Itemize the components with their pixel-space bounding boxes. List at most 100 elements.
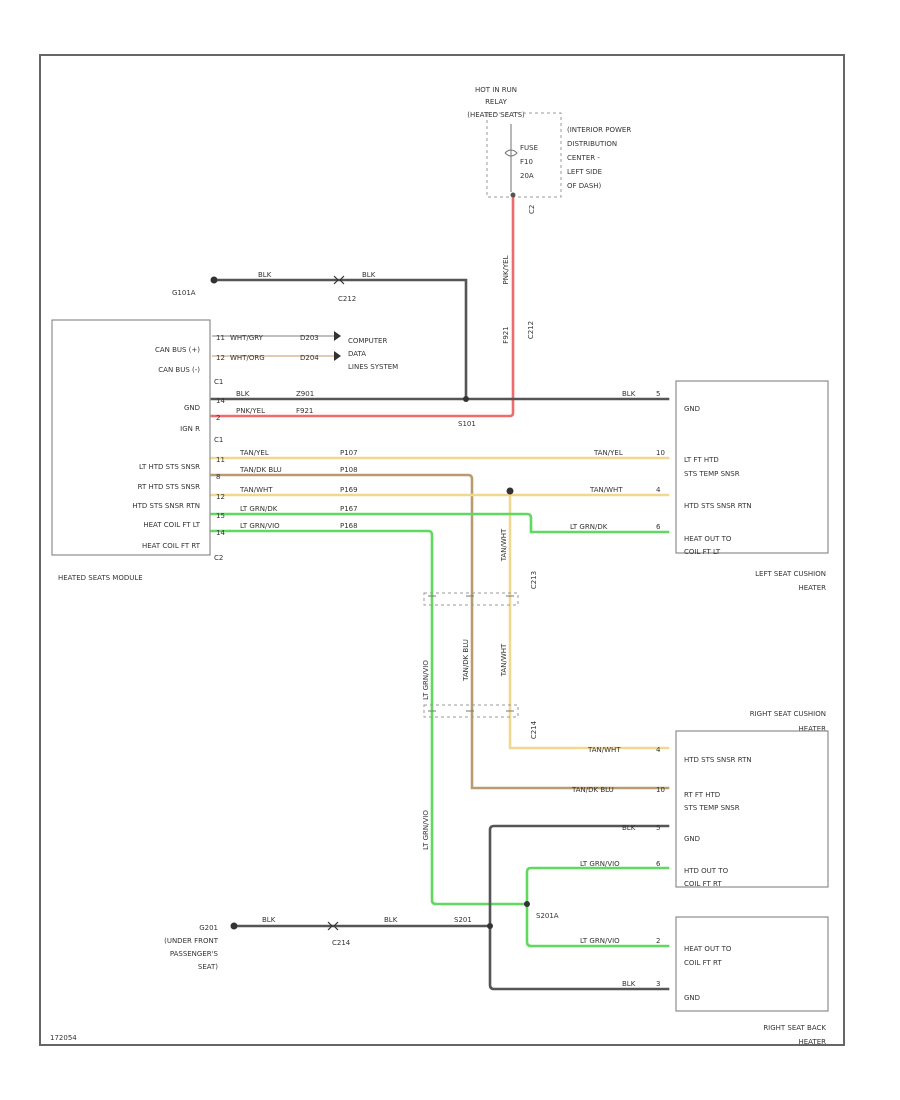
right-pin-htd-out: HTD OUT TO: [684, 867, 729, 875]
wire-label-circuit-3: F921: [296, 407, 313, 415]
right-back-wire-labels: LT GRN/VIO 2 BLK 3: [580, 937, 660, 988]
wire-label-pin-5: 8: [216, 473, 220, 481]
fuse-location-2: DISTRIBUTION: [567, 140, 617, 148]
wire-label-pin-7: 15: [216, 512, 225, 520]
right-back-title-2: HEATER: [799, 1038, 827, 1046]
data-lines-label-3: LINES SYSTEM: [348, 363, 398, 371]
fuse-block-outline: [486, 112, 562, 198]
fuse-label-2: F10: [520, 158, 533, 166]
right-pin-coil: COIL FT RT: [684, 880, 722, 888]
right-back-pin-labels: HEAT OUT TO COIL FT RT GND: [684, 945, 732, 1002]
back-wire-pin-0: 2: [656, 937, 660, 945]
g101-ground-terminal: [210, 276, 218, 284]
green-coil-left-wire: [210, 512, 670, 534]
c212-connector-icon: [333, 275, 345, 285]
inline-pin-markers: [428, 595, 514, 712]
yellow-vertical-label: TAN/WHT: [500, 528, 508, 562]
yellow-vertical-label-2: TAN/WHT: [500, 643, 508, 677]
wire-label-circuit-5: P108: [340, 466, 358, 474]
right-pin-rt-htd: RT FT HTD: [684, 791, 720, 799]
module-connector-c2: C2: [214, 554, 223, 562]
g101-label: G101A: [172, 289, 196, 297]
fuse-output-terminal: [510, 192, 516, 198]
wire-label-color-0: WHT/GRY: [230, 334, 264, 342]
c214-connector-label: C214: [332, 939, 351, 947]
green-vertical-label: LT GRN/VIO: [422, 660, 430, 700]
g201-label-3: PASSENGER'S: [170, 950, 219, 958]
red-wire-circuit-label: F921: [502, 326, 510, 343]
c213-lower-connector: [423, 704, 519, 718]
right-back-title-1: RIGHT SEAT BACK: [763, 1024, 826, 1032]
black-ground-g101-wire: [212, 278, 468, 401]
c212-vertical-label: C212: [527, 321, 535, 339]
g201-label-1: G201: [199, 924, 218, 932]
right-cushion-pin-labels: HTD STS SNSR RTN RT FT HTD STS TEMP SNSR…: [684, 756, 752, 888]
wire-label-color-7: LT GRN/DK: [240, 505, 278, 513]
s101-splice-dot: [463, 396, 469, 402]
left-pin-coil: COIL FT LT: [684, 548, 721, 556]
green-vertical-label-2: LT GRN/VIO: [422, 810, 430, 850]
right-wire-color-1: TAN/DK BLU: [571, 786, 614, 794]
black-gnd-right-cushion-wire: [488, 824, 670, 928]
fuse-block: HOT IN RUN RELAY (HEATED SEATS) FUSE F10…: [467, 86, 631, 214]
wire-label-circuit-0: D203: [300, 334, 319, 342]
wire-label-circuit-6: P169: [340, 486, 358, 494]
left-pin-snsr-rtn: HTD STS SNSR RTN: [684, 502, 752, 510]
left-wire-color-3: LT GRN/DK: [570, 523, 608, 531]
right-wire-pin-2: 5: [656, 824, 660, 832]
diagram-frame: [39, 54, 845, 1046]
g201-label-4: SEAT): [198, 963, 218, 971]
red-power-wire: [210, 195, 515, 418]
left-pin-heat-out: HEAT OUT TO: [684, 535, 732, 543]
c214-vertical-label: C214: [530, 720, 538, 739]
right-back-heater-box: [675, 916, 829, 1012]
left-wire-pin-0: 5: [656, 390, 660, 398]
g101-wire1-label: BLK: [258, 271, 272, 279]
data-arrow-icon-2: [334, 351, 341, 361]
g201-label-2: (UNDER FRONT: [164, 937, 219, 945]
fuse-symbol-icon: [504, 149, 518, 157]
g201-wire1-label: BLK: [262, 916, 276, 924]
left-wire-color-2: TAN/WHT: [589, 486, 623, 494]
module-pin-gnd: GND: [184, 404, 200, 412]
module-pin-coil-rt: HEAT COIL FT RT: [142, 542, 201, 550]
fuse-location-4: LEFT SIDE: [567, 168, 602, 176]
back-pin-heat-out: HEAT OUT TO: [684, 945, 732, 953]
right-wire-pin-1: 10: [656, 786, 665, 794]
data-arrow-icon-1: [334, 331, 341, 341]
sensor-return-splice-dot: [506, 487, 514, 495]
module-pin-ign: IGN R: [180, 425, 200, 433]
c212-connector-label: C212: [338, 295, 356, 303]
wire-label-pin-2: 14: [216, 397, 225, 405]
left-wire-pin-3: 6: [656, 523, 661, 531]
tan-vertical-label: TAN/DK BLU: [462, 639, 470, 682]
left-pin-lt-htd: LT FT HTD: [684, 456, 719, 464]
fuse-location-3: CENTER -: [567, 154, 600, 162]
tan-sensor-return-branch: [508, 493, 670, 750]
black-gnd-right-back-wire: [488, 924, 670, 991]
right-cushion-heater-box: [675, 730, 829, 888]
wire-label-color-3: PNK/YEL: [236, 407, 265, 415]
right-cushion-wire-labels: TAN/WHT 4 TAN/DK BLU 10 BLK 5 LT GRN/VIO…: [571, 746, 665, 868]
heated-seats-module-box: [51, 319, 211, 556]
s101-splice-label: S101: [458, 420, 476, 428]
wire-label-color-6: TAN/WHT: [239, 486, 273, 494]
left-pin-gnd: GND: [684, 405, 700, 413]
g201-ground-terminal: [230, 922, 238, 930]
right-cushion-title-1: RIGHT SEAT CUSHION: [750, 710, 826, 718]
c213-upper-connector: [423, 592, 519, 606]
wire-label-color-5: TAN/DK BLU: [239, 466, 282, 474]
wire-label-pin-3: 2: [216, 414, 220, 422]
left-pin-sts-temp: STS TEMP SNSR: [684, 470, 740, 478]
left-cushion-heater-box: [675, 380, 829, 554]
module-pin-can-minus: CAN BUS (-): [158, 366, 200, 374]
fuse-label-1: FUSE: [520, 144, 538, 152]
module-pin-rt-snsr: RT HTD STS SNSR: [138, 483, 201, 491]
fuse-block-title-3: (HEATED SEATS): [467, 111, 525, 119]
g201-wire2-label: BLK: [384, 916, 398, 924]
wire-label-pin-4: 11: [216, 456, 225, 464]
left-wire-pin-2: 4: [656, 486, 661, 494]
c213-vertical-label: C213: [530, 571, 538, 589]
back-wire-color-1: BLK: [622, 980, 636, 988]
